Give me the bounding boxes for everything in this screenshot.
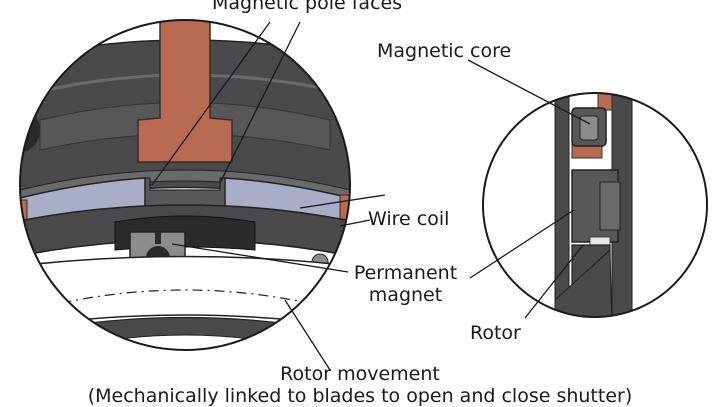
leader-pole-face-right bbox=[219, 21, 301, 184]
label-magnet-line1: Permanent bbox=[353, 262, 458, 284]
label-magnet-line2: magnet bbox=[368, 284, 443, 306]
label-magnetic-core: Magnetic core bbox=[377, 40, 512, 62]
leader-core bbox=[467, 59, 591, 125]
arrow-right bbox=[318, 302, 328, 313]
rotor-path-arc bbox=[39, 289, 331, 309]
side-view-circle bbox=[482, 92, 708, 318]
leader-coil-right bbox=[339, 219, 371, 227]
leader-rotor bbox=[469, 209, 575, 279]
leader-magnet bbox=[171, 243, 349, 273]
magnetic-core bbox=[137, 20, 233, 163]
label-permanent-magnet: Permanent magnet bbox=[343, 262, 468, 306]
arrow-left bbox=[32, 303, 43, 313]
leader-lines bbox=[151, 21, 591, 371]
label-rotor: Rotor bbox=[470, 322, 521, 344]
front-view-circle bbox=[19, 19, 351, 351]
housing-hole bbox=[20, 108, 40, 152]
label-magnetic-pole-faces: Magnetic pole faces bbox=[212, 0, 403, 14]
leader-rotor-2 bbox=[524, 244, 584, 319]
leader-coil-left bbox=[299, 194, 386, 209]
leader-pole-face-left bbox=[151, 21, 271, 186]
leader-movement bbox=[284, 299, 331, 371]
label-mechanical-link: (Mechanically linked to blades to open a… bbox=[87, 385, 633, 407]
coil-end-left bbox=[20, 199, 28, 261]
label-rotor-movement: Rotor movement bbox=[280, 363, 440, 385]
label-wire-coil: Wire coil bbox=[368, 208, 450, 230]
